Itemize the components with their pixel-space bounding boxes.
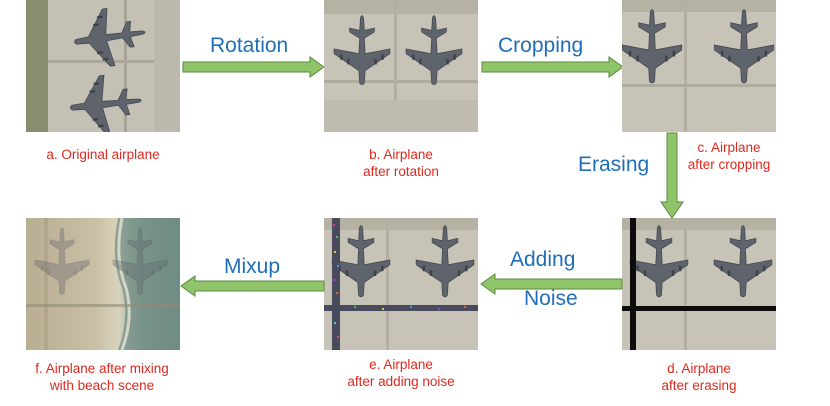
caption-a-line1: a. Original airplane bbox=[46, 147, 160, 162]
caption-b: b. Airplane after rotation bbox=[324, 146, 478, 180]
caption-f: f. Airplane after mixing with beach scen… bbox=[12, 360, 192, 394]
label-erasing: Erasing bbox=[578, 153, 650, 176]
label-rotation: Rotation bbox=[210, 34, 289, 57]
label-noise: Noise bbox=[524, 287, 578, 310]
caption-e-line1: e. Airplane bbox=[369, 357, 433, 372]
caption-c: c. Airplane after cropping bbox=[668, 139, 790, 173]
caption-f-line2: with beach scene bbox=[49, 378, 155, 393]
label-cropping: Cropping bbox=[498, 34, 584, 57]
caption-b-line1: b. Airplane bbox=[369, 147, 433, 162]
arrow-erasing bbox=[660, 132, 684, 219]
caption-c-line1: c. Airplane bbox=[697, 140, 761, 155]
image-airplane-after-cropping bbox=[622, 0, 776, 132]
image-airplane-after-rotation bbox=[324, 0, 478, 132]
caption-e-line2: after adding noise bbox=[347, 374, 455, 389]
arrow-adding-noise bbox=[480, 273, 623, 295]
arrow-mixup bbox=[180, 275, 325, 297]
caption-d-line1: d. Airplane bbox=[667, 361, 731, 376]
caption-e: e. Airplane after adding noise bbox=[324, 356, 478, 390]
caption-a: a. Original airplane bbox=[26, 146, 180, 163]
caption-d: d. Airplane after erasing bbox=[622, 360, 776, 394]
arrow-cropping bbox=[481, 56, 624, 78]
image-original-airplane bbox=[26, 0, 180, 132]
arrow-rotation bbox=[182, 56, 325, 78]
caption-f-line1: f. Airplane after mixing bbox=[35, 361, 169, 376]
image-airplane-mixed-with-beach bbox=[26, 218, 180, 350]
caption-d-line2: after erasing bbox=[661, 378, 737, 393]
caption-b-line2: after rotation bbox=[363, 164, 439, 179]
caption-c-line2: after cropping bbox=[687, 157, 771, 172]
label-adding: Adding bbox=[510, 248, 576, 271]
image-airplane-after-erasing bbox=[622, 218, 776, 350]
label-mixup: Mixup bbox=[224, 255, 281, 278]
image-airplane-after-adding-noise bbox=[324, 218, 478, 350]
